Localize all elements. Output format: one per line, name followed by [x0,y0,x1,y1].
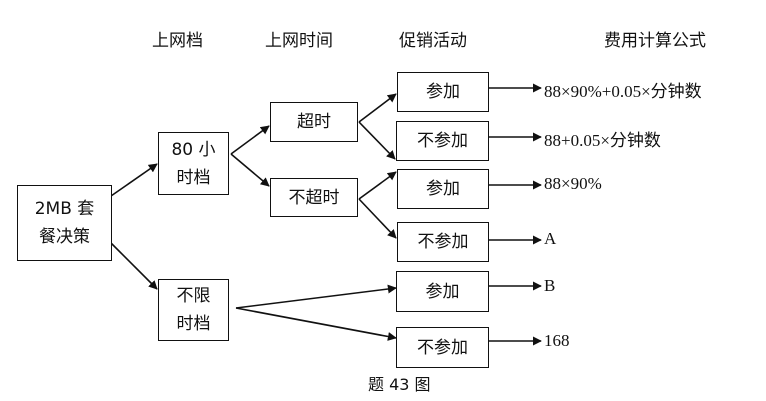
result-0: 88×90%+0.05×分钟数 [544,82,702,101]
tier-node-unlimited: 不限 时档 [158,279,229,341]
result-4: B [544,276,556,295]
tier-node-80h-line1: 80 小 [171,139,216,160]
promo-node-2: 参加 [397,169,489,209]
figure-caption: 题 43 图 [368,375,431,394]
edge-root-to-80h [110,163,158,197]
header-time: 上网时间 [265,31,333,51]
edge-over-to-promo-1 [358,121,396,160]
root-node: 2MB 套 餐决策 [17,185,112,261]
edge-unlimited-to-promo-5 [235,307,397,341]
header-formula: 费用计算公式 [604,31,706,51]
result-5: 168 [544,331,570,350]
time-node-not-over: 不超时 [270,178,358,217]
root-node-line2: 餐决策 [39,227,90,247]
result-3: A [544,229,557,248]
edge-root-to-unlimited [110,242,158,290]
edge-notover-to-promo-3 [358,198,397,239]
tier-node-unlimited-line2: 时档 [176,314,211,334]
promo-node-1: 不参加 [396,121,489,161]
header-promo: 促销活动 [399,31,467,51]
root-node-line1: 2MB 套 [34,199,95,219]
edge-80h-to-notover [230,153,270,187]
header-tier: 上网档 [152,31,203,51]
result-1: 88+0.05×分钟数 [544,131,661,150]
edge-notover-to-promo-2 [358,171,397,200]
promo-node-0: 参加 [397,72,489,112]
tier-node-80h-line2: 时档 [176,167,211,188]
promo-node-5: 不参加 [396,327,489,368]
edge-80h-to-over [230,125,270,155]
time-node-over: 超时 [270,102,358,142]
tier-node-unlimited-line1: 不限 [176,286,211,306]
promo-node-4: 参加 [396,271,489,312]
result-2: 88×90% [544,174,602,193]
tier-node-80h: 80 小 时档 [158,132,229,195]
edge-unlimited-to-promo-4 [235,284,397,309]
promo-node-3: 不参加 [397,222,489,262]
edge-over-to-promo-0 [358,93,397,123]
